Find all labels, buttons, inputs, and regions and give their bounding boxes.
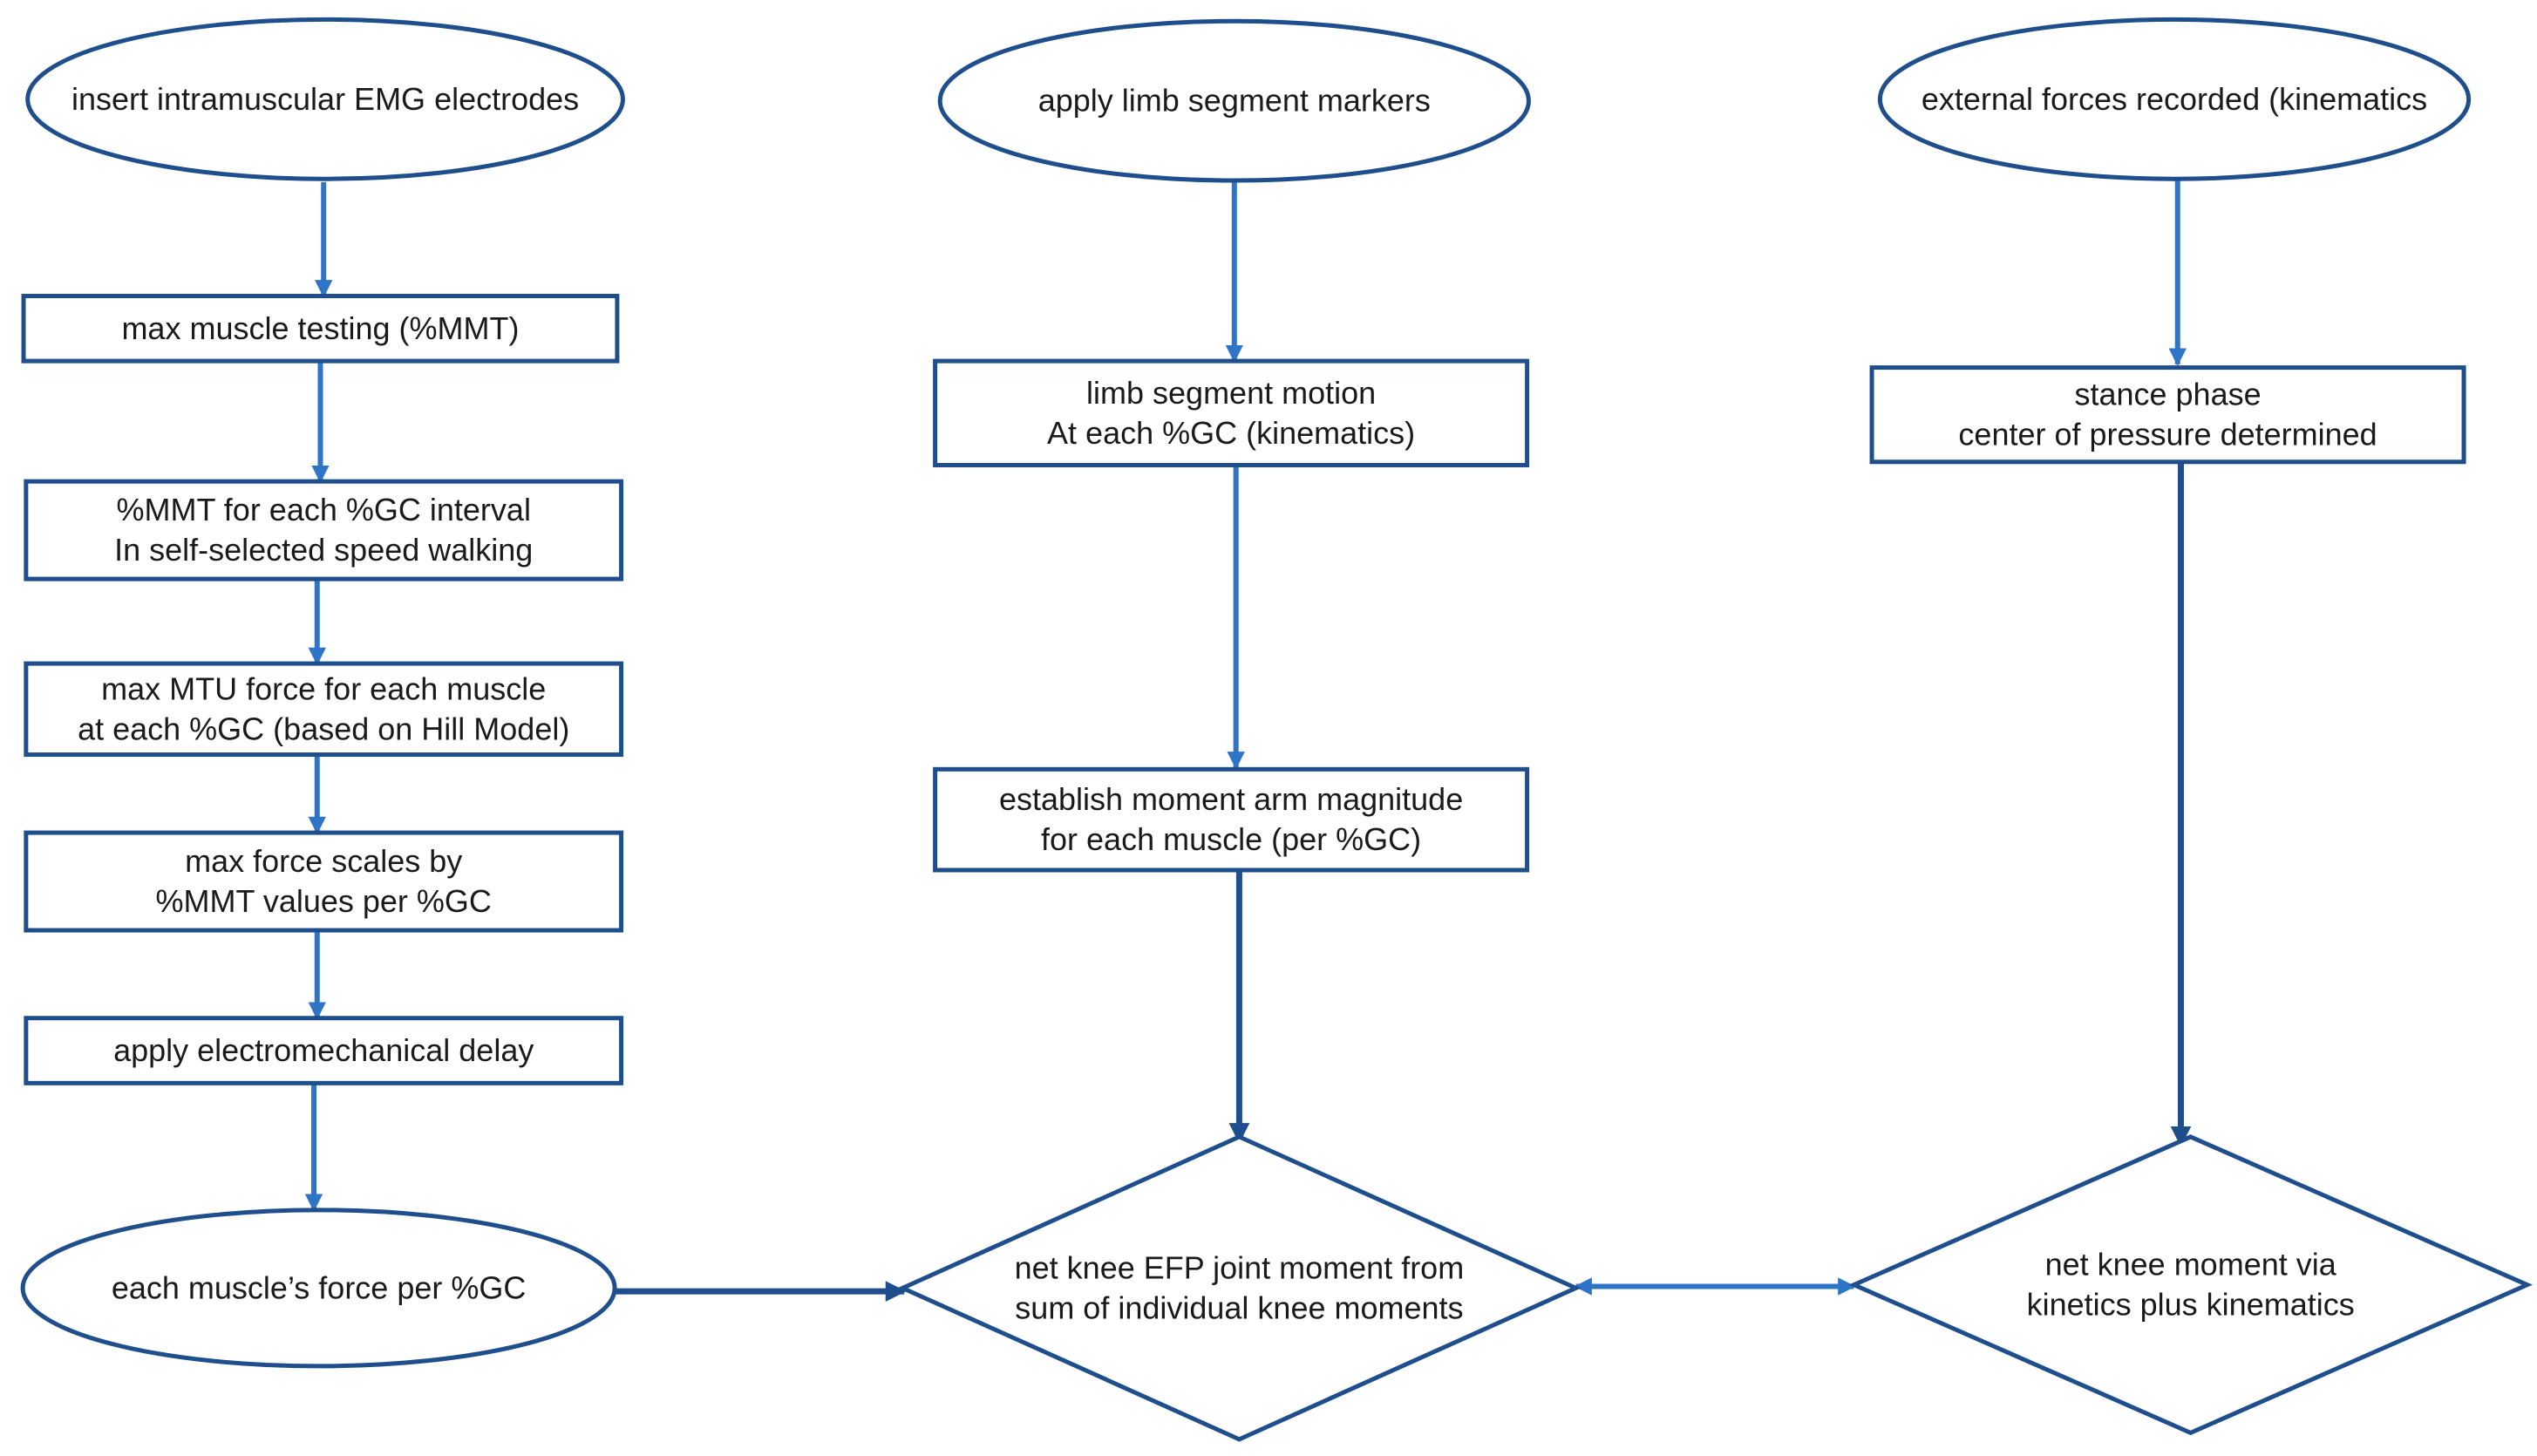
node-scales: max force scales by %MMT values per %GC [24, 830, 624, 933]
diamond-shape [897, 1134, 1581, 1442]
node-label-line: At each %GC (kinematics) [1047, 415, 1415, 451]
node-mtu: max MTU force for each muscle at each %GC… [24, 661, 624, 758]
node-label-line: max muscle testing (%MMT) [121, 310, 519, 346]
node-label-line: max MTU force for each muscle [101, 670, 546, 706]
ellipse-shape [937, 18, 1531, 183]
node-label-line: apply limb segment markers [1038, 83, 1431, 119]
node-label-line: net knee moment via [2045, 1247, 2337, 1283]
connector-layer [304, 179, 2192, 1303]
node-layer: insert intramuscular EMG electrodes apply… [20, 17, 2534, 1442]
node-label-line: center of pressure determined [1958, 417, 2377, 452]
node-label-line: establish moment arm magnitude [999, 781, 1463, 817]
node-label-line: external forces recorded (kinematics [1921, 81, 2427, 117]
node-label-line: stance phase [2074, 377, 2261, 412]
node-mmt-interval: %MMT for each %GC interval In self-select… [24, 479, 624, 582]
node-label-line: max force scales by [185, 843, 462, 879]
ellipse-shape [20, 1208, 617, 1369]
node-label-line: at each %GC (based on Hill Model) [78, 711, 569, 746]
node-label-line: limb segment motion [1086, 375, 1376, 411]
node-label-line: apply electromechanical delay [113, 1032, 534, 1068]
node-net-kinetics: net knee moment via kinetics plus kinemat… [1848, 1134, 2534, 1436]
node-label-line: for each muscle (per %GC) [1041, 821, 1421, 857]
node-mmt: max muscle testing (%MMT) [21, 294, 620, 364]
node-label-line: %MMT values per %GC [155, 883, 491, 919]
rect-shape [1869, 365, 2466, 465]
node-label-line: each muscle’s force per %GC [112, 1269, 527, 1305]
node-moment-arm: establish moment arm magnitude for each m… [933, 766, 1530, 873]
ellipse-shape [1877, 17, 2472, 181]
rect-shape [24, 661, 624, 758]
diamond-shape [1848, 1134, 2534, 1436]
node-label-line: insert intramuscular EMG electrodes [71, 81, 579, 117]
node-delay: apply electromechanical delay [24, 1016, 624, 1085]
ellipse-shape [25, 17, 625, 181]
node-markers: apply limb segment markers [937, 18, 1531, 183]
node-stance: stance phase center of pressure determine… [1869, 365, 2466, 465]
rect-shape [24, 1016, 624, 1085]
rect-shape [24, 830, 624, 933]
node-label-line: In self-selected speed walking [114, 532, 533, 568]
rect-shape [933, 358, 1530, 467]
node-emg: insert intramuscular EMG electrodes [25, 17, 625, 181]
rect-shape [24, 479, 624, 582]
node-net-efp: net knee EFP joint moment from sum of ind… [897, 1134, 1581, 1442]
node-motion: limb segment motion At each %GC (kinemati… [933, 358, 1530, 467]
rect-shape [21, 294, 620, 364]
rect-shape [933, 766, 1530, 873]
node-force: each muscle’s force per %GC [20, 1208, 617, 1369]
node-external: external forces recorded (kinematics [1877, 17, 2472, 181]
node-label-line: net knee EFP joint moment from [1015, 1249, 1465, 1285]
node-label-line: sum of individual knee moments [1015, 1289, 1463, 1325]
node-label-line: %MMT for each %GC interval [116, 492, 530, 527]
node-label-line: kinetics plus kinematics [2027, 1287, 2355, 1323]
